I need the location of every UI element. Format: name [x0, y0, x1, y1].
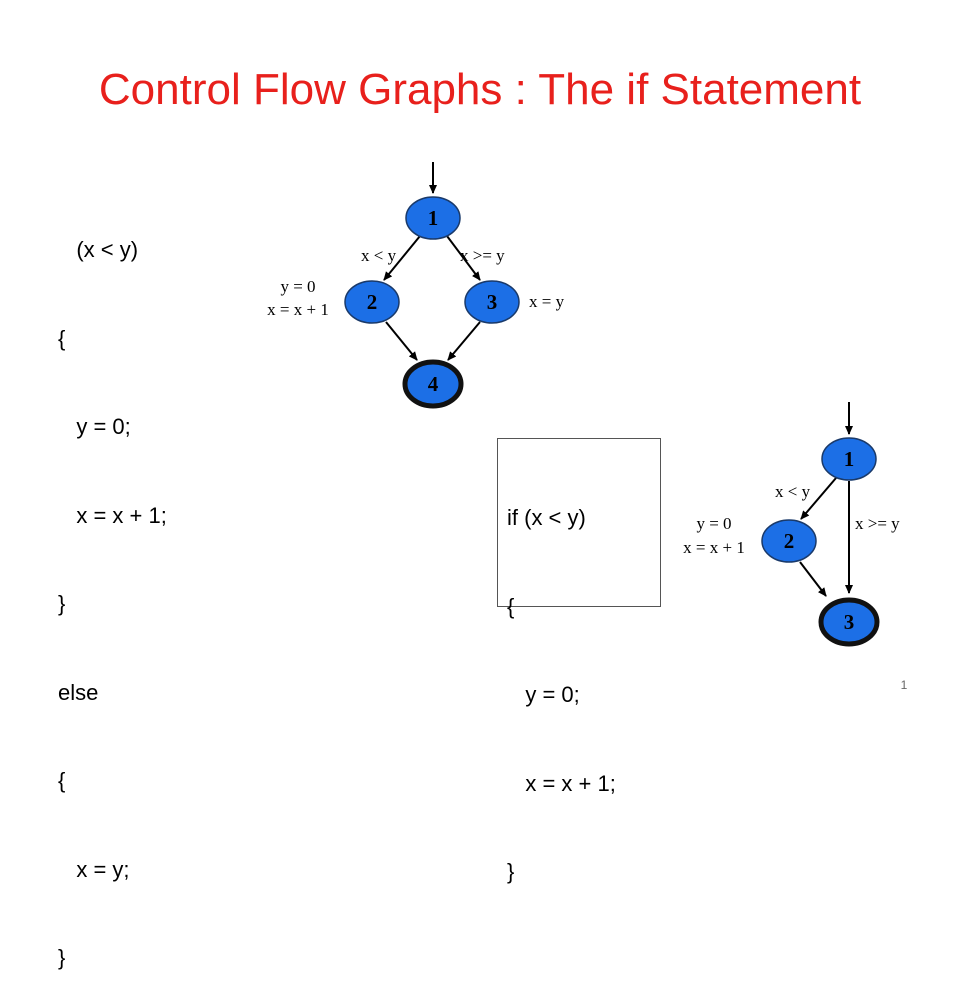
cfg-if-else: 1 2 3 4 x < y x >= y y = 0 x = x + 1 x =… [267, 162, 565, 409]
node-3-label: 3 [487, 290, 498, 314]
node-2-annotation-line2: x = x + 1 [267, 300, 329, 319]
edge-2-to-3 [799, 561, 827, 597]
node-1-label: 1 [428, 206, 439, 230]
code-line: x = x + 1; [58, 502, 167, 528]
edge-3-to-4 [447, 321, 481, 361]
edge-label-false: x >= y [855, 514, 900, 533]
node-1 [821, 437, 877, 481]
edge-label-true: x < y [361, 246, 397, 265]
node-3-exit [818, 597, 880, 647]
edge-1-to-2 [800, 477, 837, 520]
code-line: } [58, 591, 66, 616]
code-line: x = x + 1; [507, 770, 616, 796]
node-4-label: 4 [428, 372, 439, 396]
code-line: y = 0; [58, 414, 131, 439]
node-1 [405, 196, 461, 240]
node-2-annotation-line2: x = x + 1 [683, 538, 745, 557]
code-line: { [507, 593, 515, 619]
code-line: x = y; [58, 856, 130, 882]
node-2 [344, 280, 400, 324]
slide-title: Control Flow Graphs : The if Statement [98, 65, 862, 114]
node-1-label: 1 [844, 447, 855, 471]
node-3 [464, 280, 520, 324]
node-2 [761, 519, 817, 563]
node-3-label: 3 [844, 610, 855, 634]
page-number: 1 [900, 678, 908, 692]
edge-1-to-3 [446, 235, 481, 281]
node-2-label: 2 [367, 290, 378, 314]
code-line: else [58, 679, 99, 705]
node-2-annotation-line1: y = 0 [696, 514, 731, 533]
code-line: { [58, 325, 66, 351]
edge-1-to-2 [383, 235, 421, 281]
code-line: { [58, 768, 66, 793]
code-box-if [497, 438, 661, 607]
edge-label-false: x >= y [460, 246, 505, 265]
code-line: } [58, 945, 66, 970]
code-line: } [507, 859, 515, 884]
node-4-exit [402, 359, 464, 409]
code-line: y = 0; [507, 682, 580, 707]
edge-label-true: x < y [775, 482, 811, 501]
control-flow-graphs: 1 2 3 4 x < y x >= y y = 0 x = x + 1 x =… [267, 162, 900, 647]
node-2-annotation-line1: y = 0 [280, 277, 315, 296]
code-line: (x < y) [58, 237, 139, 262]
edge-2-to-4 [385, 321, 418, 361]
node-3-annotation: x = y [529, 292, 565, 311]
cfg-if: 1 2 3 x < y x >= y y = 0 x = x + 1 [683, 402, 900, 647]
node-2-label: 2 [784, 529, 795, 553]
code-line: if (x < y) [507, 505, 586, 530]
